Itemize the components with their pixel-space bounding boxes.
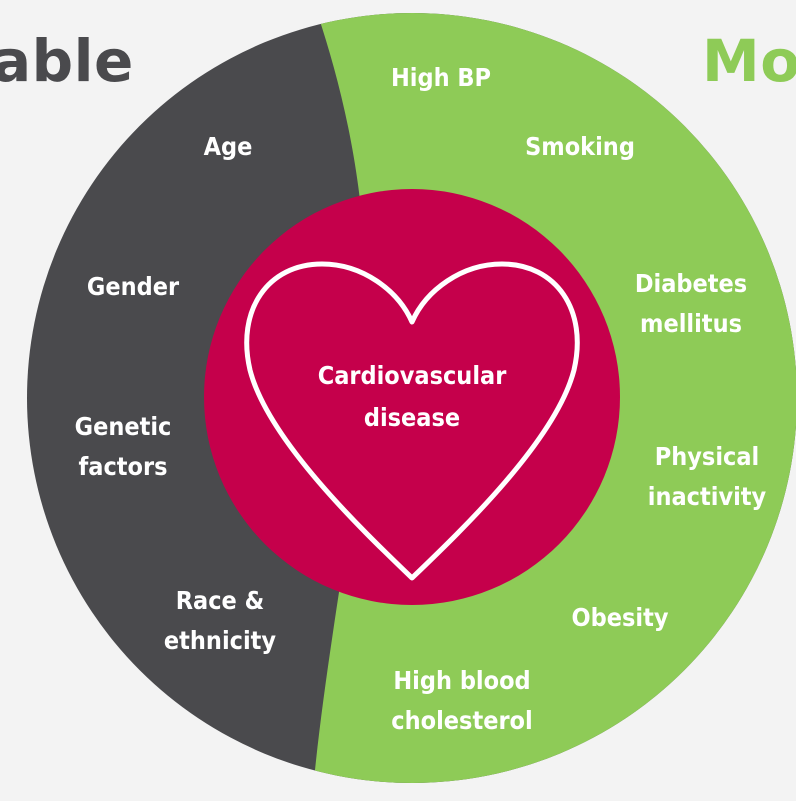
- factor-genetic: Genetic factors: [74, 412, 172, 481]
- center-title: Cardiovascular disease: [317, 361, 507, 432]
- factor-gender: Gender: [86, 272, 180, 301]
- modifiable-heading: Mo: [702, 27, 796, 95]
- center-disk: [204, 189, 620, 605]
- factor-race-ethnicity: Race & ethnicity: [163, 586, 277, 655]
- factor-diabetes: Diabetes mellitus: [634, 269, 748, 338]
- non-modifiable-heading: able: [0, 27, 134, 95]
- factor-age: Age: [203, 132, 253, 161]
- heart-icon: [244, 261, 580, 581]
- factor-high-bp: High BP: [390, 63, 492, 92]
- factor-smoking: Smoking: [525, 132, 635, 161]
- factor-physical-inactivity: Physical inactivity: [647, 442, 767, 511]
- factor-obesity: Obesity: [571, 603, 669, 632]
- factor-high-cholesterol: High blood cholesterol: [391, 666, 533, 735]
